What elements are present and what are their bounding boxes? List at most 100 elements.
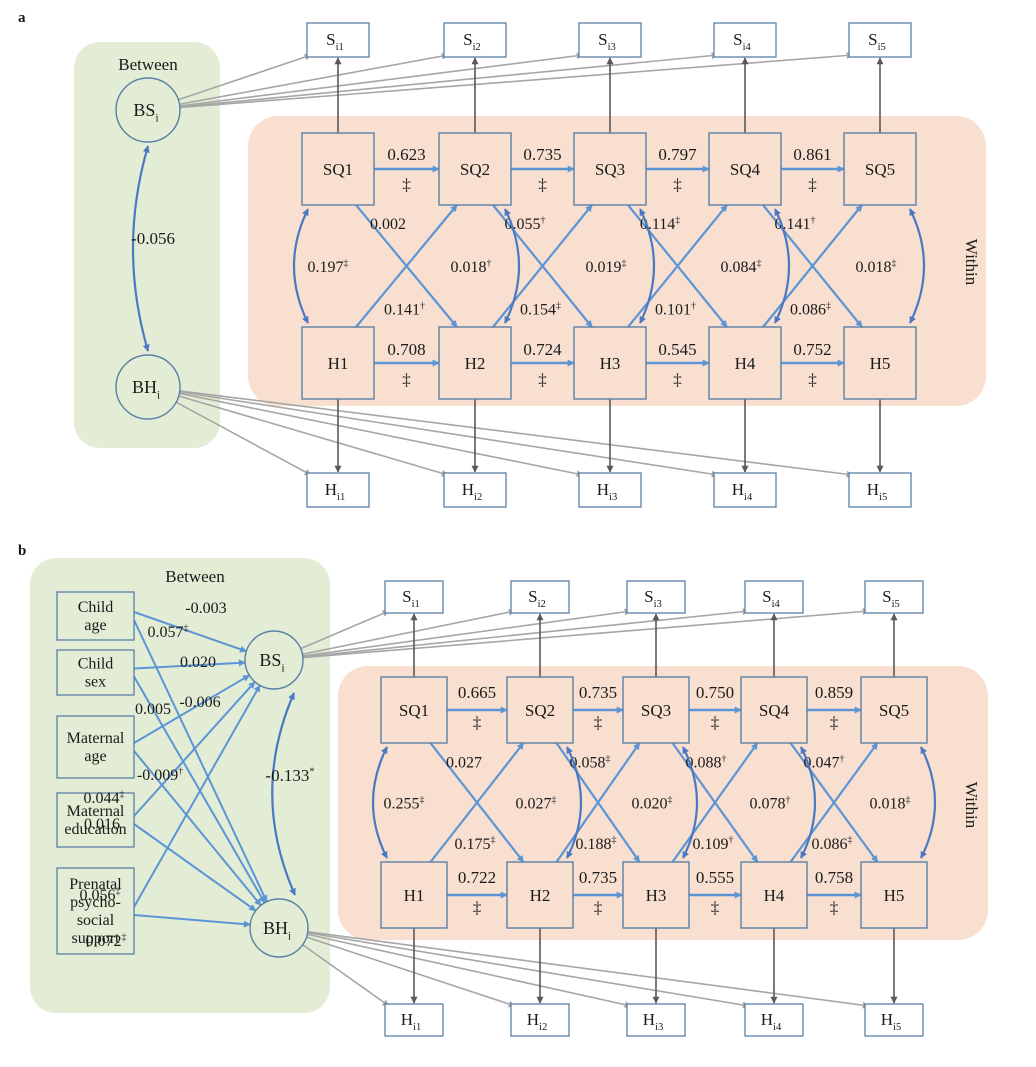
panel-a-s-indicator-4 <box>713 22 777 58</box>
panel-a-sq-to-h-value-1: 0.002 <box>370 216 406 233</box>
panel-b-h-node-label-4: H4 <box>764 886 785 905</box>
panel-b-h-node-label-3: H3 <box>646 886 667 905</box>
panel-a-within-corr-arc-3 <box>639 208 656 324</box>
panel-b-h-indicator-label-1: Hi1 <box>401 1010 421 1033</box>
panel-b-h-auto-value-3: 0.555 <box>696 868 734 887</box>
panel-a-h-node-3 <box>573 326 647 400</box>
panel-b-bh-loading-1 <box>302 944 390 1007</box>
panel-b-bs-loading-5 <box>302 608 870 659</box>
panel-a-h-node-label-2: H2 <box>465 354 486 373</box>
panel-b-s-indicator-1 <box>384 580 444 614</box>
panel-a-sq-auto-sig-1: ‡ <box>402 175 411 194</box>
panel-a-h-node-label-4: H4 <box>735 354 756 373</box>
panel-b-h-to-sq-value-3: 0.109† <box>693 835 734 853</box>
panel-b-h-node-3 <box>622 861 690 929</box>
panel-b-sq-auto-value-2: 0.735 <box>579 683 617 702</box>
panel-a-h-auto-value-1: 0.708 <box>387 340 425 359</box>
panel-b-sq-to-h-value-1: 0.027 <box>446 754 482 771</box>
panel-b-h-node-label-1: H1 <box>404 886 425 905</box>
panel-b-s-indicator-4 <box>744 580 804 614</box>
panel-a-h-indicator-label-3: Hi3 <box>597 480 617 503</box>
panel-a-h-auto-value-3: 0.545 <box>658 340 696 359</box>
panel-a-h-node-label-1: H1 <box>328 354 349 373</box>
panel-b-bs-loading-1 <box>300 610 390 650</box>
panel-b-within-corr-value-3: 0.020‡ <box>632 794 673 812</box>
panel-b-h-indicator-3 <box>626 1003 686 1037</box>
panel-a-sq-node-1 <box>301 132 375 206</box>
panel-b-cov-to-bs-arrow-3 <box>133 674 250 744</box>
panel-b-bh-loading-2 <box>306 936 516 1008</box>
panel-a-h-auto-sig-4: ‡ <box>808 370 817 389</box>
panel-b-covariate-5-line-4: support <box>72 930 121 947</box>
panel-b-within-corr-value-5: 0.018‡ <box>870 794 911 812</box>
panel-a-h-node-2 <box>438 326 512 400</box>
panel-b-within-corr-value-1: 0.255‡ <box>384 794 425 812</box>
panel-b-sq-auto-sig-4: ‡ <box>830 713 839 732</box>
panel-b-cov-to-bs-value-1: -0.003 <box>185 600 226 617</box>
panel-b-s-indicator-label-1: Si1 <box>402 587 420 610</box>
panel-b-s-indicator-label-4: Si4 <box>762 587 780 610</box>
panel-b-within-corr-arc-3 <box>682 746 698 859</box>
panel-b-between-corr-value: -0.133* <box>265 766 314 785</box>
panel-b-cov-to-bs-value-5: 0.056‡ <box>80 886 121 904</box>
panel-a-sq-auto-sig-4: ‡ <box>808 175 817 194</box>
panel-a-h-to-sq-value-3: 0.101† <box>655 300 696 318</box>
panel-b-covariate-4-line-2: education <box>64 821 126 838</box>
panel-b-sq-auto-value-1: 0.665 <box>458 683 496 702</box>
panel-a-h-node-4 <box>708 326 782 400</box>
panel-a-sq-node-label-5: SQ5 <box>865 160 895 179</box>
panel-a-between-corr-arc <box>131 145 150 352</box>
panel-a-bh-loading-1 <box>175 401 312 476</box>
panel-a-within-corr-value-5: 0.018‡ <box>856 258 897 276</box>
panel-b-sq-node-label-3: SQ3 <box>641 701 671 720</box>
panel-b-bh-latent-label: BHi <box>263 918 291 942</box>
panel-b-covariate-4 <box>56 792 135 848</box>
panel-b-bh-loading-5 <box>307 931 870 1009</box>
panel-a-between-label: Between <box>118 55 178 74</box>
panel-a-s-indicator-5 <box>848 22 912 58</box>
panel-b-between-label: Between <box>165 567 225 586</box>
panel-b-bs-loading-3 <box>302 608 632 657</box>
panel-b-sq-to-h-value-2: 0.058‡ <box>570 753 611 771</box>
panel-b-bs-latent <box>244 630 304 690</box>
panel-b-s-indicator-label-5: Si5 <box>882 587 900 610</box>
panel-b-h-auto-value-1: 0.722 <box>458 868 496 887</box>
panel-a-letter: a <box>18 10 26 26</box>
panel-b-h-to-sq-value-1: 0.175‡ <box>455 835 496 853</box>
panel-b-covariate-3-line-2: age <box>84 748 106 765</box>
panel-a-bs-loading-2 <box>179 52 449 106</box>
panel-b-within-corr-value-4: 0.078† <box>750 794 791 812</box>
panel-a-bh-latent-label: BHi <box>132 377 160 401</box>
panel-a-bh-latent <box>115 354 181 420</box>
panel-b-h-to-sq-arrow-1 <box>429 742 525 863</box>
panel-b-cov-to-bh-value-1: 0.057‡ <box>148 623 189 641</box>
panel-a-s-indicator-2 <box>443 22 507 58</box>
panel-a-h-indicator-label-2: Hi2 <box>462 480 482 503</box>
panel-b-h-node-1 <box>380 861 448 929</box>
panel-a-h-auto-value-2: 0.724 <box>523 340 562 359</box>
panel-b-s-indicator-label-2: Si2 <box>528 587 546 610</box>
panel-b-sq-auto-value-3: 0.750 <box>696 683 734 702</box>
panel-b-sq-node-label-5: SQ5 <box>879 701 909 720</box>
panel-b-within-region <box>338 666 988 940</box>
panel-a-within-corr-value-4: 0.084‡ <box>721 258 762 276</box>
panel-b-covariate-5-line-3: social <box>77 912 115 929</box>
panel-a-h-node-1 <box>301 326 375 400</box>
panel-a-h-auto-sig-2: ‡ <box>538 370 547 389</box>
panel-a-sq-node-label-4: SQ4 <box>730 160 761 179</box>
panel-b-h-indicator-1 <box>384 1003 444 1037</box>
panel-b-within-corr-arc-5 <box>920 746 936 859</box>
panel-a-bs-loading-4 <box>179 52 719 108</box>
panel-a-within-corr-value-3: 0.019‡ <box>586 258 627 276</box>
panel-b-h-auto-sig-3: ‡ <box>711 898 720 917</box>
panel-b-s-indicator-5 <box>864 580 924 614</box>
panel-a-sq-node-4 <box>708 132 782 206</box>
panel-b-cov-to-bs-arrow-4 <box>133 681 256 817</box>
panel-b-h-node-4 <box>740 861 808 929</box>
panel-b-h-indicator-2 <box>510 1003 570 1037</box>
panel-b-bh-loading-3 <box>307 933 632 1009</box>
panel-a-sq-node-label-1: SQ1 <box>323 160 353 179</box>
panel-b-cov-to-bs-value-4: 0.044‡ <box>84 789 125 807</box>
panel-a-sq-auto-value-4: 0.861 <box>793 145 831 164</box>
panel-a-bs-latent <box>115 77 181 143</box>
